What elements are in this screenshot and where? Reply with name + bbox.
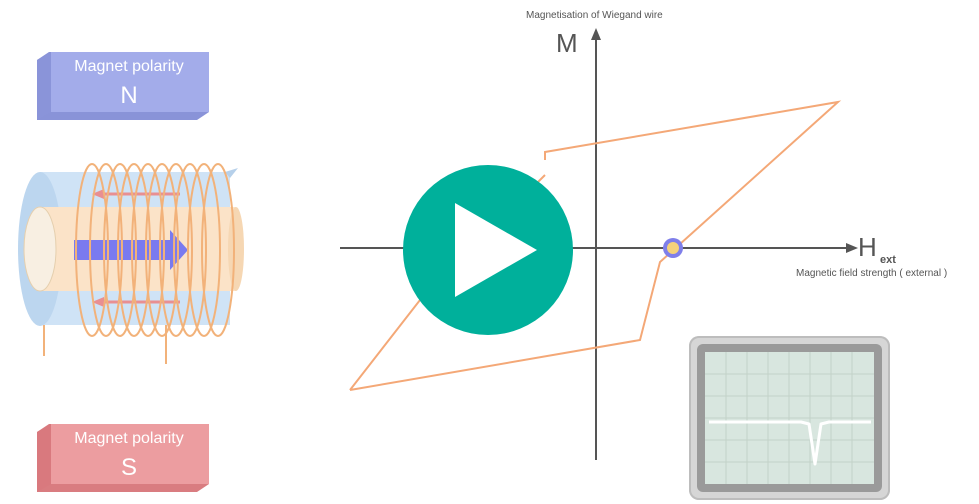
magnet-north-label: Magnet polarity [74,58,184,75]
magnet-north-pole: N [120,82,138,109]
oscilloscope-screen [705,352,874,484]
h-axis-label: H [858,232,877,262]
magnet-south-shape [37,424,209,492]
magnet-north-block: Magnet polarity N [37,52,209,120]
magnet-south-label: Magnet polarity [74,430,184,447]
h-axis-subscript: ext [880,254,896,266]
m-axis-label: M [556,28,578,58]
magnet-south-pole: S [120,454,137,481]
wiegand-coil-illustration [18,163,244,364]
wire-core-end [23,206,57,292]
operating-point-marker [667,242,679,254]
h-axis-caption: Magnetic field strength ( external ) [796,268,948,279]
play-icon [455,203,537,297]
play-button[interactable] [403,165,573,335]
h-axis-arrow [846,243,858,253]
graph-title: Magnetisation of Wiegand wire [526,10,663,21]
loop-branch-right [349,100,842,391]
coil-windings [75,163,235,337]
magnet-north-shape [37,52,209,120]
oscilloscope-grid [705,352,874,484]
m-axis-arrow [591,28,601,40]
magnet-south-block: Magnet polarity S [37,424,209,492]
oscilloscope [689,336,890,500]
oscilloscope-trace [709,420,871,466]
